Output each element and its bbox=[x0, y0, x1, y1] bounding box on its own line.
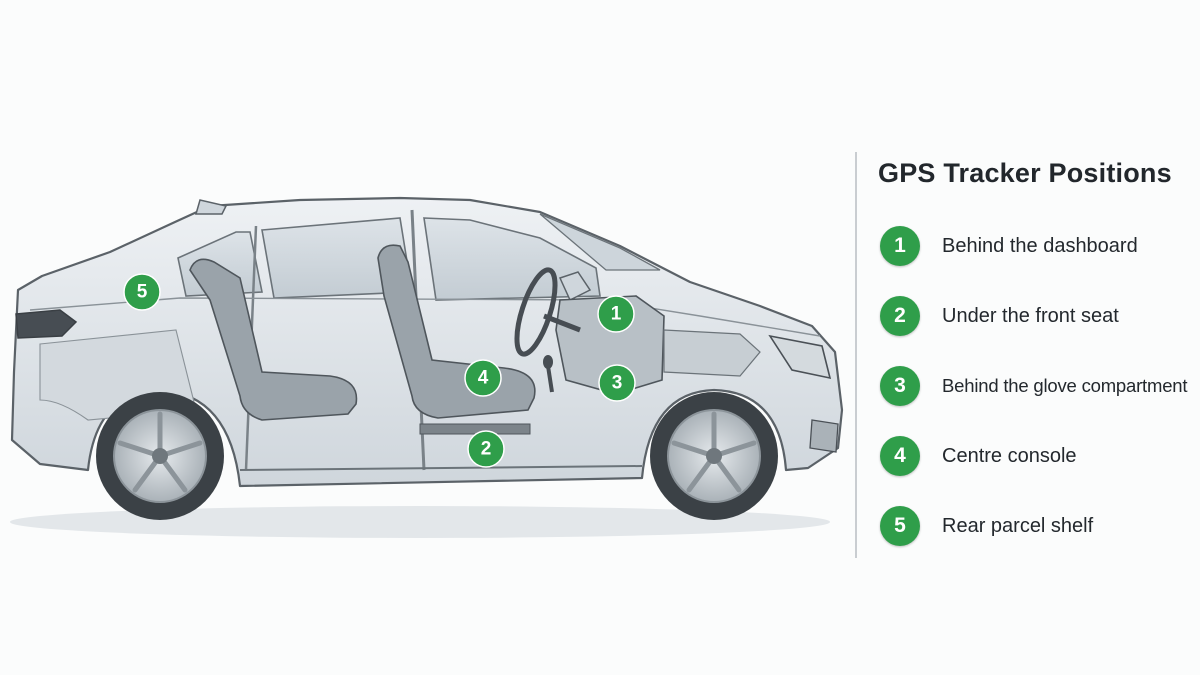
front-wheel bbox=[650, 392, 778, 520]
legend-label: Rear parcel shelf bbox=[942, 514, 1094, 537]
marker-3: 3 bbox=[598, 364, 636, 402]
dashboard bbox=[555, 295, 665, 395]
tail-light bbox=[15, 309, 78, 339]
steering-column bbox=[543, 313, 581, 333]
legend-item-1: 1 Behind the dashboard bbox=[878, 211, 1193, 281]
legend-label: Centre console bbox=[942, 444, 1077, 467]
marker-1-number: 1 bbox=[611, 304, 622, 325]
marker-2-number: 2 bbox=[481, 439, 492, 460]
ground-shadow bbox=[10, 506, 830, 538]
seat-rails bbox=[419, 423, 531, 435]
legend-panel: GPS Tracker Positions 1 Behind the dashb… bbox=[878, 158, 1193, 561]
legend-item-2: 2 Under the front seat bbox=[878, 281, 1193, 351]
legend-item-4: 4 Centre console bbox=[878, 421, 1193, 491]
side-sill bbox=[239, 465, 643, 471]
gear-knob bbox=[543, 355, 553, 369]
legend-label: Behind the glove compartment bbox=[942, 375, 1188, 396]
legend-badge: 4 bbox=[880, 436, 920, 476]
side-mirror bbox=[558, 271, 592, 302]
legend-list: 1 Behind the dashboard 2 Under the front… bbox=[878, 211, 1193, 561]
marker-1: 1 bbox=[597, 295, 635, 333]
windscreen bbox=[539, 213, 661, 271]
panel-divider bbox=[855, 152, 857, 558]
marker-5-number: 5 bbox=[137, 282, 148, 303]
front-grille bbox=[809, 419, 839, 453]
gear-lever bbox=[546, 365, 554, 393]
legend-label: Behind the dashboard bbox=[942, 234, 1138, 257]
antenna-fin bbox=[195, 199, 228, 215]
legend-badge: 1 bbox=[880, 226, 920, 266]
marker-3-number: 3 bbox=[612, 373, 623, 394]
marker-5: 5 bbox=[123, 273, 161, 311]
marker-2: 2 bbox=[467, 430, 505, 468]
headlight bbox=[768, 334, 832, 380]
legend-label: Under the front seat bbox=[942, 304, 1119, 327]
engine-bay bbox=[663, 329, 761, 377]
legend-item-5: 5 Rear parcel shelf bbox=[878, 491, 1193, 561]
legend-badge: 5 bbox=[880, 506, 920, 546]
car-cutaway-illustration: 1 2 3 4 5 bbox=[10, 196, 844, 538]
rear-seat bbox=[189, 258, 358, 421]
legend-badge: 2 bbox=[880, 296, 920, 336]
legend-item-3: 3 Behind the glove compartment bbox=[878, 351, 1193, 421]
marker-4-number: 4 bbox=[478, 368, 489, 389]
marker-4: 4 bbox=[464, 359, 502, 397]
legend-badge: 3 bbox=[880, 366, 920, 406]
panel-title: GPS Tracker Positions bbox=[878, 158, 1172, 188]
rear-wheel bbox=[96, 392, 224, 520]
